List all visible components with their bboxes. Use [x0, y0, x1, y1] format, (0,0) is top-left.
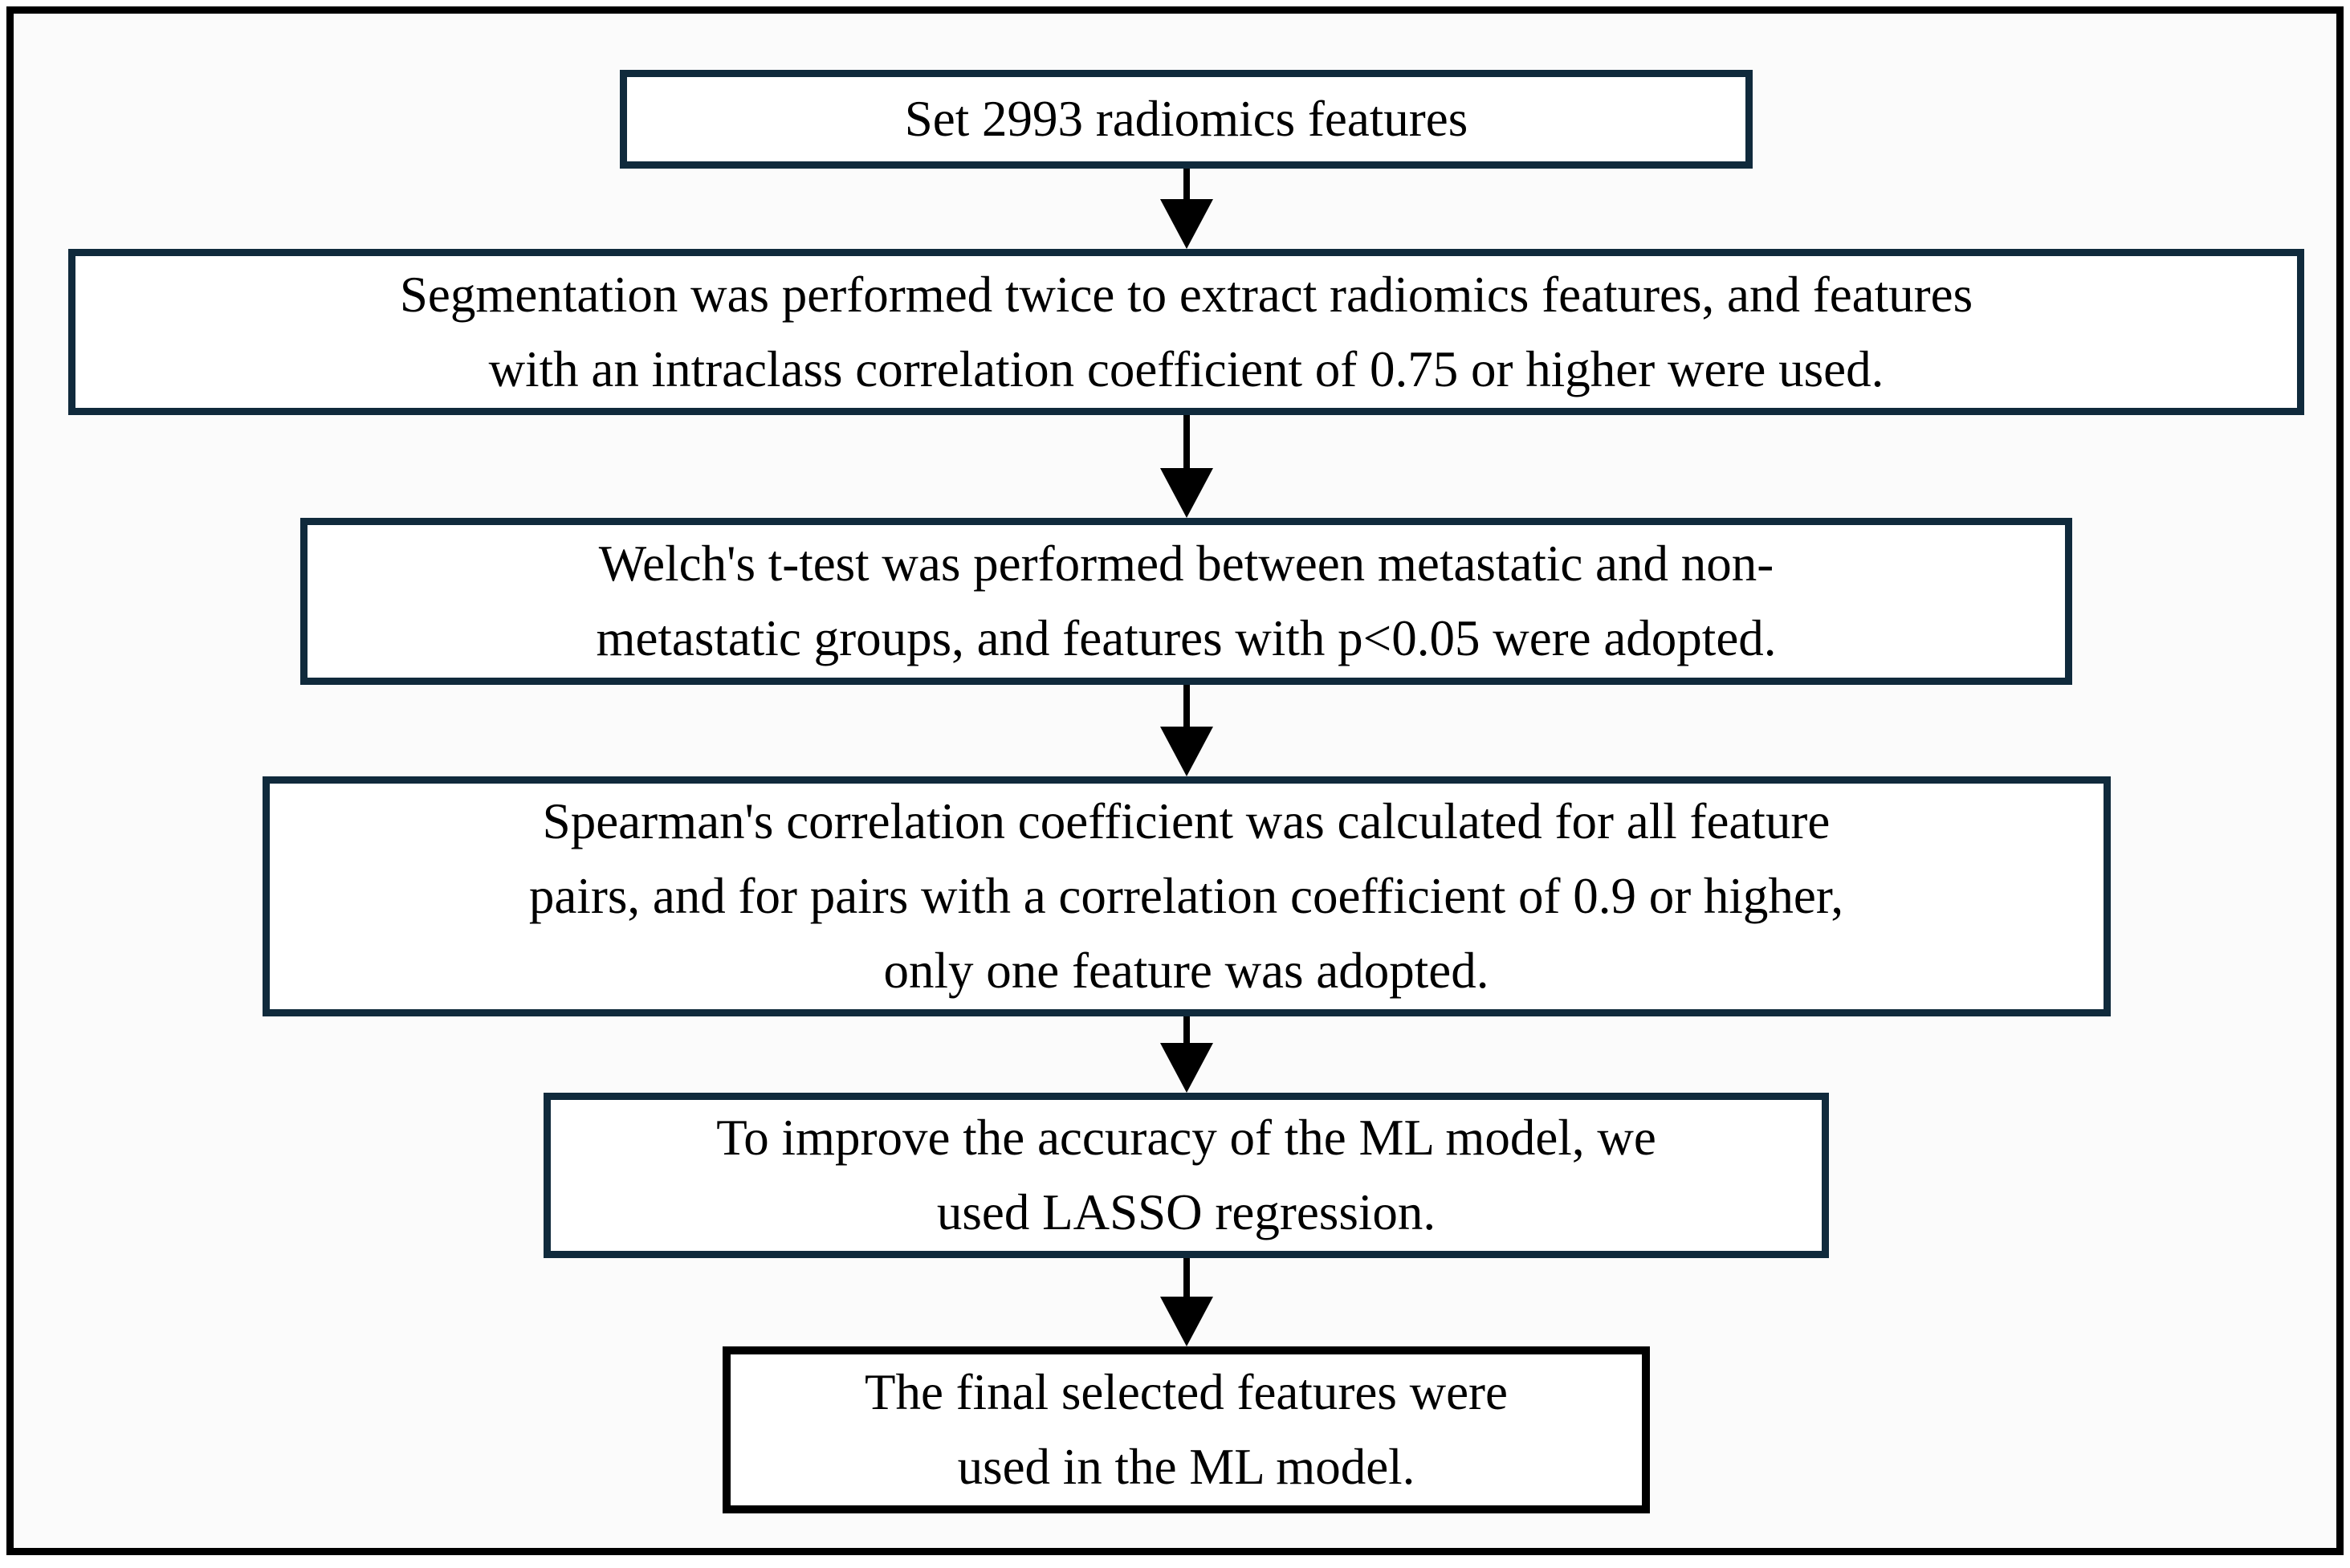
box-spearman-correlation: Spearman's correlation coefficient was c…: [262, 776, 2111, 1016]
box-text-line: Welch's t-test was performed between met…: [598, 536, 1774, 592]
arrow-stem: [1183, 169, 1190, 199]
arrow-head: [1159, 1297, 1213, 1346]
arrow-head: [1159, 727, 1213, 776]
down-arrow-icon: [1159, 415, 1213, 518]
arrow-head: [1159, 199, 1213, 249]
down-arrow-icon: [1159, 1016, 1213, 1093]
box-set-radiomics-features: Set 2993 radiomics features: [620, 70, 1753, 169]
box-text-line: pairs, and for pairs with a correlation …: [528, 868, 1844, 924]
arrow-stem: [1183, 1016, 1190, 1043]
box-text-line: Segmentation was performed twice to extr…: [399, 266, 1973, 323]
box-text-line: only one feature was adopted.: [883, 943, 1489, 999]
box-text-line: To improve the accuracy of the ML model,…: [716, 1110, 1656, 1166]
down-arrow-icon: [1159, 169, 1213, 249]
box-segmentation-icc: Segmentation was performed twice to extr…: [68, 249, 2304, 415]
box-final-selected-features: The final selected features were used in…: [723, 1346, 1650, 1513]
box-text-line: used in the ML model.: [957, 1439, 1415, 1495]
flowchart-column: Set 2993 radiomics features Segmentation…: [25, 14, 2348, 1548]
arrow-stem: [1183, 685, 1190, 727]
figure-frame: Set 2993 radiomics features Segmentation…: [6, 6, 2344, 1555]
arrow-head: [1159, 1043, 1213, 1093]
box-welch-ttest: Welch's t-test was performed between met…: [300, 518, 2072, 685]
box-text-line: The final selected features were: [864, 1364, 1509, 1420]
box-text-line: Spearman's correlation coefficient was c…: [542, 793, 1831, 849]
arrow-head: [1159, 468, 1213, 518]
arrow-stem: [1183, 1258, 1190, 1297]
box-text-line: metastatic groups, and features with p<0…: [596, 610, 1777, 666]
box-lasso-regression: To improve the accuracy of the ML model,…: [544, 1093, 1829, 1258]
arrow-stem: [1183, 415, 1190, 468]
box-text-line: Set 2993 radiomics features: [904, 91, 1468, 147]
box-text-line: used LASSO regression.: [936, 1184, 1436, 1240]
box-text-line: with an intraclass correlation coefficie…: [488, 340, 1884, 397]
down-arrow-icon: [1159, 685, 1213, 776]
down-arrow-icon: [1159, 1258, 1213, 1346]
